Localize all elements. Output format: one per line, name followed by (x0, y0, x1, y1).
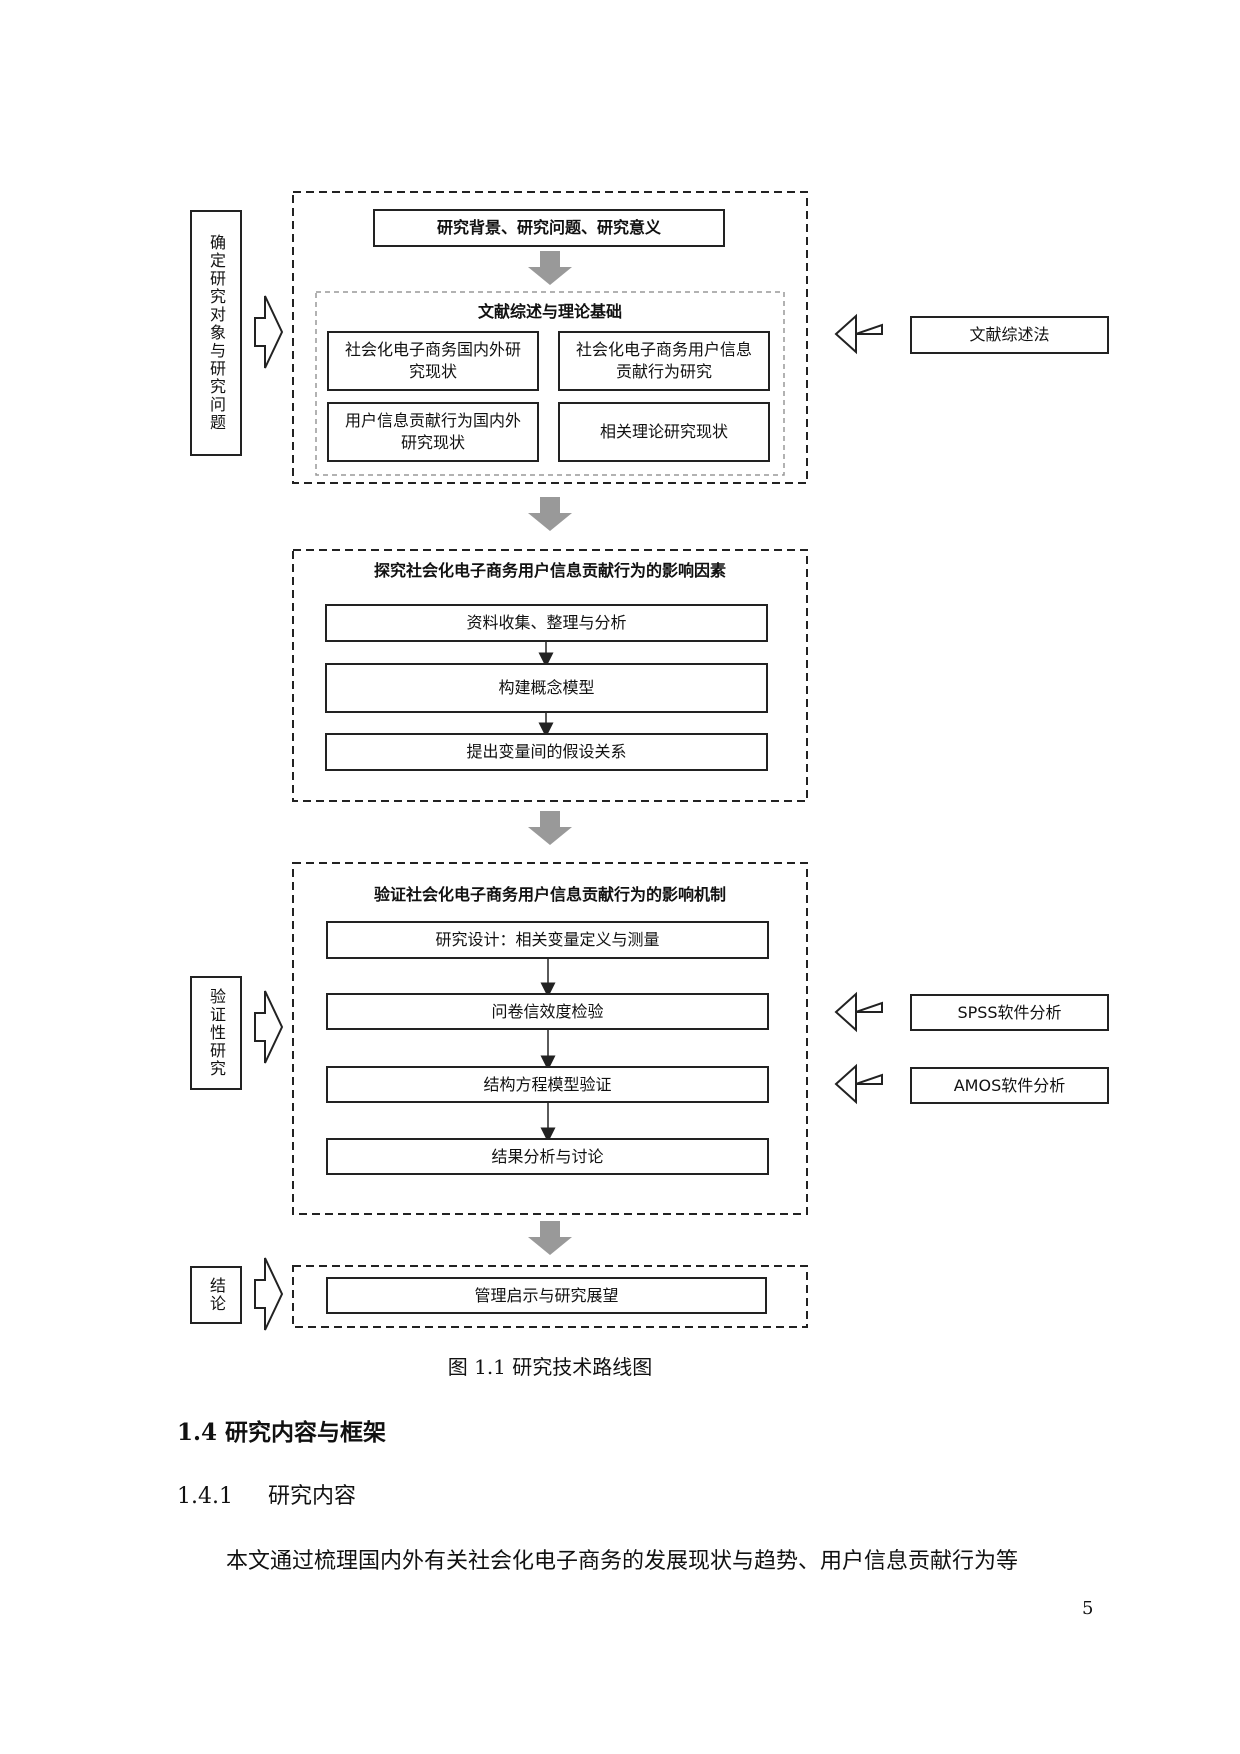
verify-step-box: 结构方程模型验证 (326, 1066, 769, 1103)
down-arrow-icon (528, 251, 572, 285)
right-arrow-icon (254, 295, 284, 369)
explore-step-box: 资料收集、整理与分析 (325, 604, 768, 642)
lit-group-container (315, 291, 785, 476)
verify-step-box: 结果分析与讨论 (326, 1138, 769, 1175)
left-label-research-object: 确定研究对象与研究问题 (190, 210, 242, 456)
conclusion-box: 管理启示与研究展望 (326, 1277, 767, 1314)
subsection-heading: 1.4.1 研究内容 (177, 1484, 356, 1509)
left-label-conclusion: 结论 (190, 1266, 242, 1324)
lit-group-title: 文献综述与理论基础 (477, 302, 622, 321)
down-arrow-icon (528, 497, 572, 531)
down-arrow-icon (528, 1221, 572, 1255)
left-label-text: 确定研究对象与研究问题 (207, 234, 226, 432)
left-hollow-arrows (254, 295, 284, 1331)
explore-step-box: 提出变量间的假设关系 (325, 733, 768, 771)
flow-arrows (528, 251, 572, 1255)
left-arrow-icon (834, 313, 883, 355)
right-hollow-arrows (834, 313, 883, 1105)
verify-section-container (292, 862, 808, 1215)
down-arrow-icon (528, 811, 572, 845)
step-connectors (538, 642, 556, 1143)
left-arrow-icon (834, 1063, 883, 1105)
lit-item-box: 社会化电子商务国内外研究现状 (327, 331, 539, 391)
conclusion-section-container (292, 1265, 808, 1328)
lit-item-box: 社会化电子商务用户信息贡献行为研究 (558, 331, 770, 391)
explore-stage-title: 探究社会化电子商务用户信息贡献行为的影响因素 (373, 561, 726, 580)
lit-item-box: 用户信息贡献行为国内外研究现状 (327, 402, 539, 462)
verify-stage-title: 验证社会化电子商务用户信息贡献行为的影响机制 (373, 885, 726, 904)
explore-step-box: 构建概念模型 (325, 663, 768, 713)
method-amos: AMOS软件分析 (910, 1067, 1109, 1104)
left-label-text: 结论 (207, 1277, 226, 1313)
verify-step-box: 问卷信效度检验 (326, 993, 769, 1030)
research-background-box: 研究背景、研究问题、研究意义 (373, 209, 725, 247)
method-spss: SPSS软件分析 (910, 994, 1109, 1031)
section-heading: 1.4 研究内容与框架 (177, 1419, 387, 1446)
left-arrow-icon (834, 991, 883, 1033)
lit-item-box: 相关理论研究现状 (558, 402, 770, 462)
verify-step-box: 研究设计：相关变量定义与测量 (326, 921, 769, 959)
explore-section-container (292, 549, 808, 802)
right-arrow-icon (254, 990, 284, 1064)
body-paragraph: 本文通过梳理国内外有关社会化电子商务的发展现状与趋势、用户信息贡献行为等 (226, 1549, 1019, 1574)
method-literature-review: 文献综述法 (910, 316, 1109, 354)
left-label-verification: 验证性研究 (190, 976, 242, 1090)
left-label-text: 验证性研究 (207, 988, 226, 1078)
right-arrow-icon (254, 1257, 284, 1331)
figure-caption: 图 1.1 研究技术路线图 (447, 1355, 653, 1379)
page-number: 5 (1082, 1598, 1094, 1619)
